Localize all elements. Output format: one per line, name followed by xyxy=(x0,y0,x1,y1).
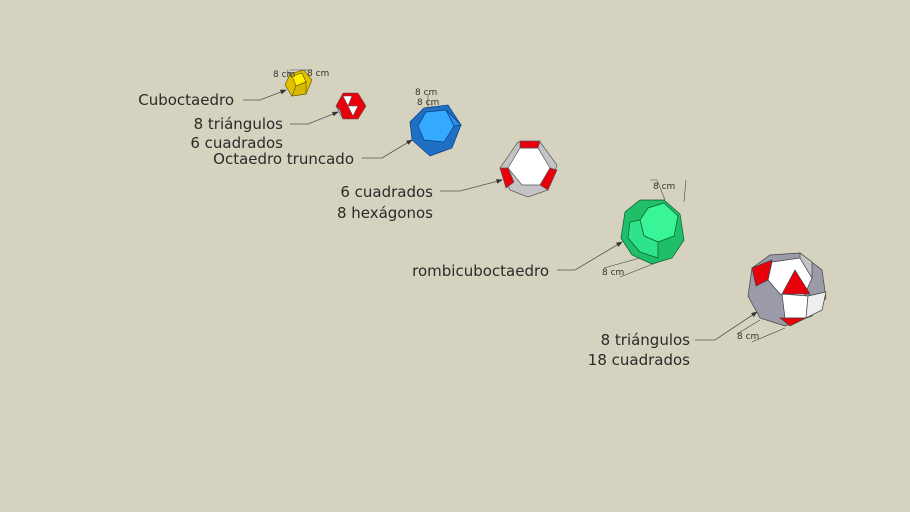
label-octaedro-truncado: Octaedro truncado xyxy=(213,150,354,168)
dimension-label: 8 cm xyxy=(602,268,625,278)
dimension-label: 8 cm xyxy=(273,70,296,80)
truncated-octahedron-red-white xyxy=(499,140,558,198)
label-rombi-faces-2: 18 cuadrados xyxy=(587,351,690,369)
rhombicuboctahedron-green xyxy=(620,199,685,265)
cuboctahedron-red-white xyxy=(335,92,367,120)
label-oct-faces-2: 8 hexágonos xyxy=(336,204,433,222)
dimension-label: 8 cm xyxy=(307,69,330,79)
dimension-label: 8 cm xyxy=(415,88,438,98)
label-rombicuboctaedro: rombicuboctaedro xyxy=(412,262,549,280)
leader-rombi xyxy=(557,241,623,271)
label-oct-faces-1: 6 cuadrados xyxy=(340,183,433,201)
leader-oct-faces xyxy=(440,179,503,192)
leader-rombi-faces xyxy=(695,311,758,341)
leader-octaedro xyxy=(362,139,413,159)
label-cubo-faces-2: 6 cuadrados xyxy=(190,134,283,152)
cuboctahedron-yellow xyxy=(284,69,313,97)
rhombicuboctahedron-red-white xyxy=(747,252,827,327)
leader-cubo-faces xyxy=(290,111,339,125)
dimension-label: 8 cm xyxy=(653,182,676,192)
label-cuboctaedro: Cuboctaedro xyxy=(138,91,234,109)
truncated-octahedron-blue xyxy=(409,104,462,157)
label-cubo-faces-1: 8 triángulos xyxy=(193,115,283,133)
label-rombi-faces-1: 8 triángulos xyxy=(600,331,690,349)
dimension-label: 8 cm xyxy=(737,332,760,342)
dimension-label: 8 cm xyxy=(417,98,440,108)
leader-cuboctaedro xyxy=(243,89,287,101)
